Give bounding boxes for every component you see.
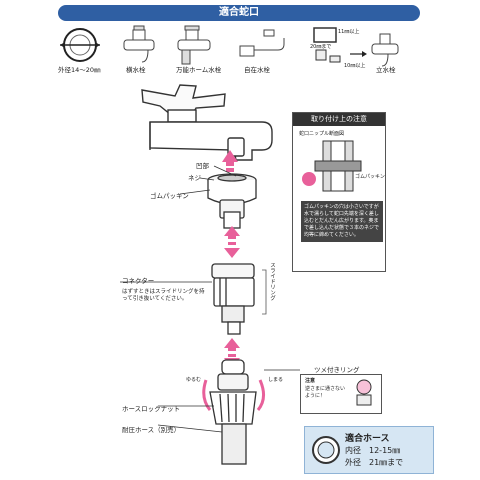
connector-illustration [211, 263, 255, 335]
diameter-circle-icon [60, 28, 100, 62]
main-faucet-illustration [141, 84, 273, 161]
assembly-drawing [120, 84, 300, 465]
inner-diameter-value: 12-15㎜ [369, 446, 401, 455]
packing-label: ゴムパッキン [150, 192, 189, 200]
spec-rectangle-icon [313, 27, 341, 63]
spec-width: 20㎜まで [310, 44, 332, 50]
spec-height: 11㎜以上 [338, 29, 360, 35]
standing-faucet-icon [371, 33, 399, 67]
standing-faucet-label: 立水栓 [376, 66, 396, 74]
slide-ring-label: スライドリング [269, 262, 275, 301]
caution-body: 逆さまに通さないように！ [305, 386, 346, 399]
caution-title: 注意 [305, 378, 316, 384]
install-note-title: 取り付け上の注意 [293, 113, 385, 126]
tighten-label: しまる [268, 377, 284, 383]
connector-label: コネクター [122, 277, 155, 285]
connector-note: はずすときはスライドリングを持って引き抜いてください。 [122, 289, 205, 302]
screw-label: ネジ [188, 174, 201, 182]
diameter-label: 外径14〜20㎜ [58, 66, 101, 74]
fit-hose-title: 適合ホース [345, 434, 390, 444]
horizontal-faucet-label: 横水栓 [126, 66, 146, 74]
install-note-body: ゴムパッキンの穴は小さいですが水で濡らして蛇口先端を深く差し込むとだんだん広がり… [301, 201, 383, 242]
nipple-section-diagram [302, 140, 362, 192]
recess-label: 凹部 [196, 162, 209, 170]
section-title: 適合蛇口 [58, 5, 420, 21]
spec-spout: 10㎜以上 [344, 63, 366, 69]
home-faucet-label: 万能ホーム水栓 [176, 66, 222, 74]
hose-nut-label: ホースロックナット [122, 405, 181, 413]
hose-section-icon [312, 436, 340, 464]
up-arrow-icon [222, 150, 238, 172]
ring-warning-icon [356, 379, 372, 406]
horizontal-faucet-icon [123, 25, 155, 63]
inner-diameter-label: 内径 [345, 446, 361, 455]
swivel-faucet-icon [239, 29, 285, 57]
faucet-row-drawings [60, 25, 399, 67]
outer-diameter-label: 外径 [345, 458, 361, 467]
loosen-arrow-icon [202, 379, 212, 411]
loosen-label: ゆるむ [186, 377, 202, 383]
outer-diameter-value: 21㎜まで [369, 458, 404, 467]
install-note-subtitle: 蛇口ニップル断面図 [299, 131, 345, 137]
hose-label: 耐圧ホース（別売） [122, 426, 181, 434]
caution-box: 注意 逆さまに通さないように！ [300, 374, 382, 414]
faucet-adapter-illustration [207, 173, 257, 229]
hose-nut-illustration [209, 359, 257, 465]
home-faucet-icon [177, 25, 211, 65]
install-note-panel: 取り付け上の注意 蛇口ニップル断面図 ゴムパッキン ゴムパッキンの穴は小さいです… [292, 112, 386, 272]
tighten-arrow-icon [256, 379, 265, 411]
connect-arrow-icon [224, 226, 240, 258]
install-packing-label: ゴムパッキン [355, 174, 385, 180]
claw-ring-label: ツメ付きリング [314, 366, 360, 374]
swivel-faucet-label: 自在水栓 [244, 66, 270, 74]
fit-hose-box: 適合ホース 内径 12-15㎜ 外径 21㎜まで [304, 426, 434, 474]
